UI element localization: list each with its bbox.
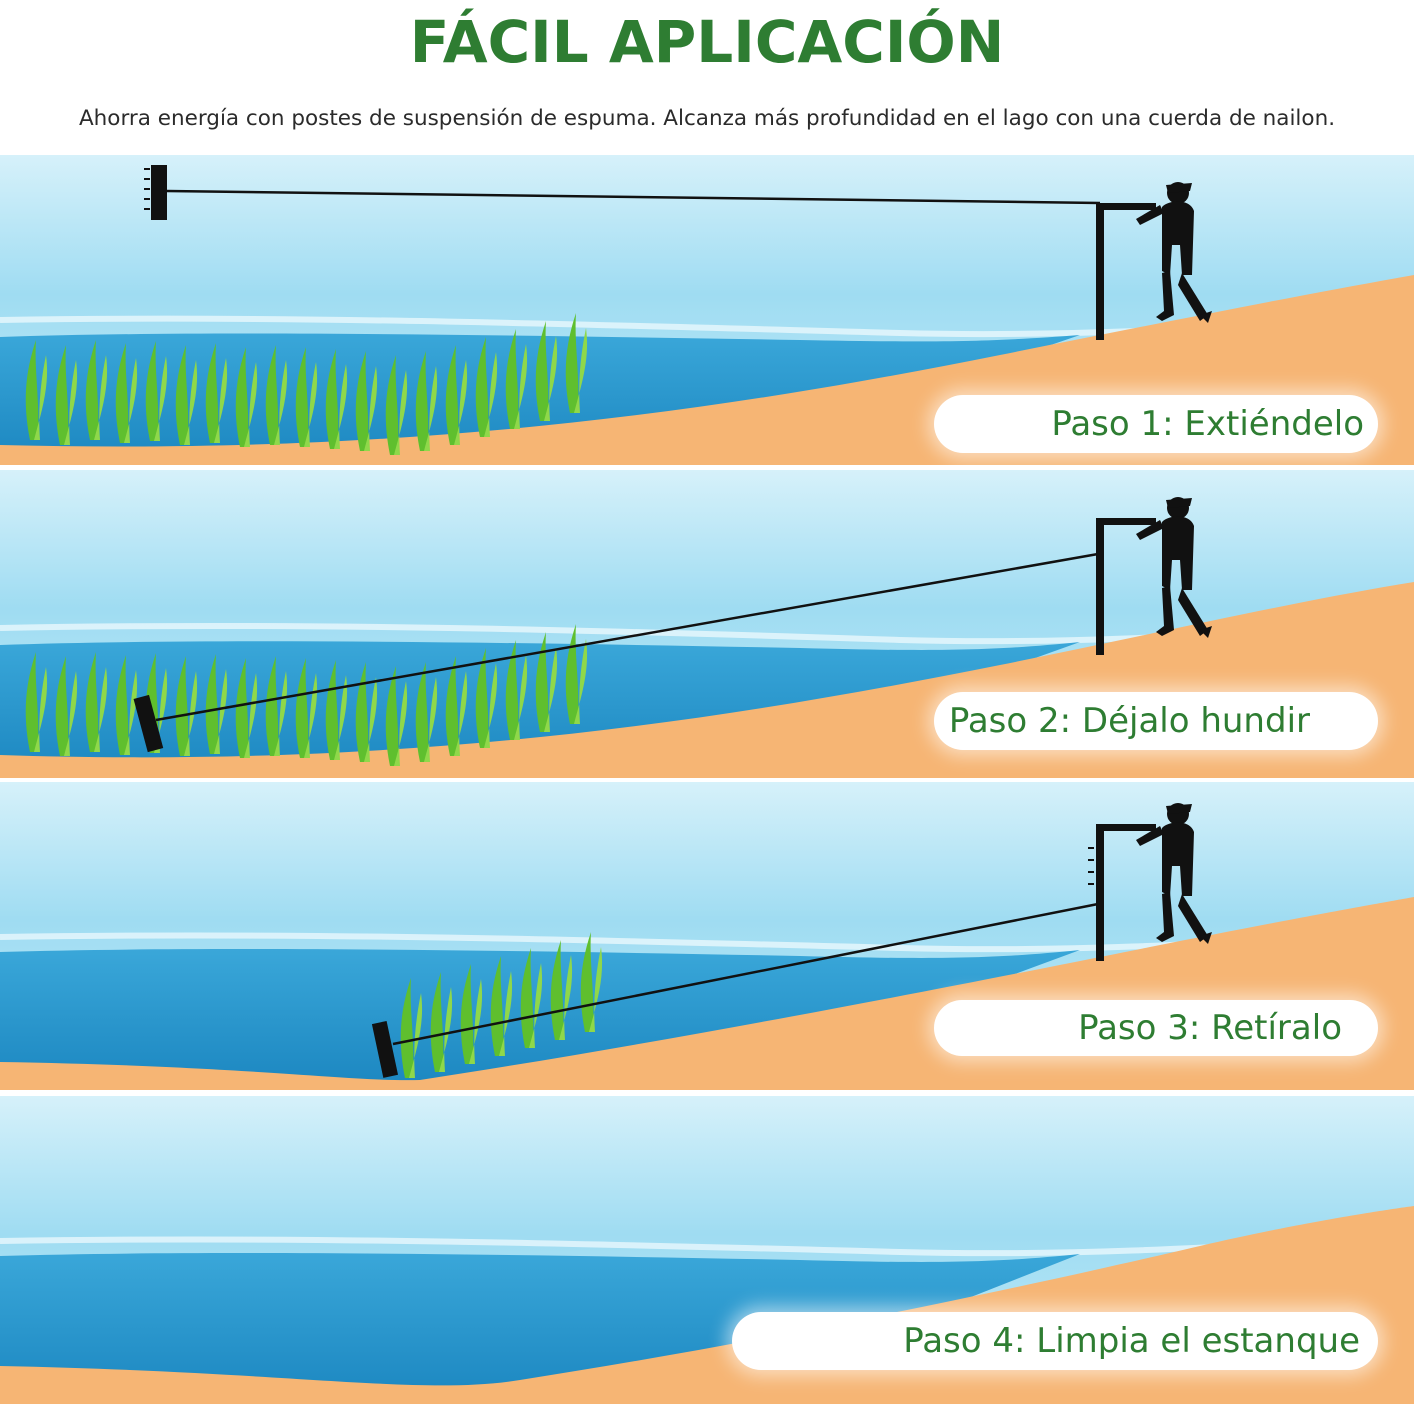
page-title: FÁCIL APLICACIÓN bbox=[409, 8, 1005, 76]
step-2-panel: Paso 2: Déjalo hundir bbox=[0, 470, 1414, 778]
rake-icon bbox=[371, 1020, 399, 1078]
rake-icon bbox=[133, 694, 164, 753]
step-3-panel: Paso 3: Retíralo bbox=[0, 782, 1414, 1090]
nylon-rope bbox=[155, 552, 1099, 722]
step-3-label: Paso 3: Retíralo bbox=[934, 1000, 1378, 1056]
step-4-text: Paso 4: Limpia el estanque bbox=[903, 1321, 1360, 1361]
step-1-panel: Paso 1: Extiéndelo bbox=[0, 155, 1414, 465]
step-3-text: Paso 3: Retíralo bbox=[1078, 1008, 1342, 1048]
pole-foam-icon bbox=[1088, 847, 1094, 885]
rake-icon bbox=[144, 165, 167, 220]
step-1-label: Paso 1: Extiéndelo bbox=[934, 395, 1378, 453]
nylon-rope bbox=[166, 189, 1101, 205]
step-4-panel: Paso 4: Limpia el estanque bbox=[0, 1096, 1414, 1404]
step-2-label: Paso 2: Déjalo hundir bbox=[934, 692, 1378, 750]
step-2-text: Paso 2: Déjalo hundir bbox=[948, 701, 1310, 741]
page-subtitle: Ahorra energía con postes de suspensión … bbox=[78, 106, 1336, 131]
nylon-rope bbox=[392, 902, 1099, 1046]
step-1-text: Paso 1: Extiéndelo bbox=[1051, 404, 1364, 444]
step-4-label: Paso 4: Limpia el estanque bbox=[732, 1312, 1378, 1370]
